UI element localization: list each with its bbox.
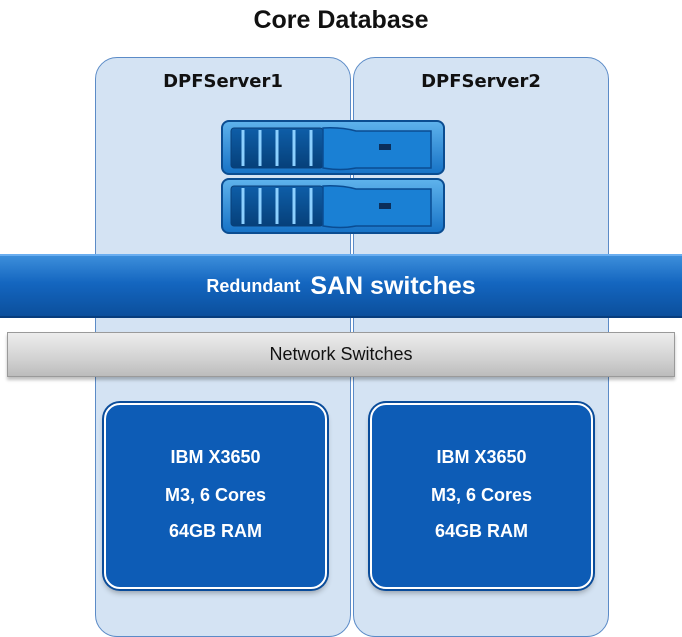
spec-cores: M3, 6 Cores	[164, 485, 267, 505]
spec-ram: 64GB RAM	[434, 521, 528, 541]
diagram-title: Core Database	[253, 6, 429, 34]
san-label: SAN switches	[310, 271, 476, 300]
storage-unit-top	[221, 120, 445, 175]
network-switches-bar: Network Switches	[7, 332, 675, 377]
server-spec-box-2: IBM X3650 M3, 6 Cores 64GB RAM	[370, 403, 593, 589]
spec-cores: M3, 6 Cores	[430, 485, 533, 505]
san-switches-bar: Redundant SAN switches	[0, 254, 682, 318]
storage-unit-bottom	[221, 178, 445, 234]
server-label: DPFServer1	[163, 71, 283, 92]
network-label: Network Switches	[269, 344, 413, 364]
spec-model: IBM X3650	[436, 447, 527, 467]
san-prefix: Redundant	[206, 275, 301, 296]
storage-array-icon	[221, 120, 445, 234]
spec-model: IBM X3650	[170, 447, 261, 467]
server-label: DPFServer2	[421, 71, 541, 92]
server-spec-box-1: IBM X3650 M3, 6 Cores 64GB RAM	[104, 403, 327, 589]
spec-ram: 64GB RAM	[168, 521, 262, 541]
